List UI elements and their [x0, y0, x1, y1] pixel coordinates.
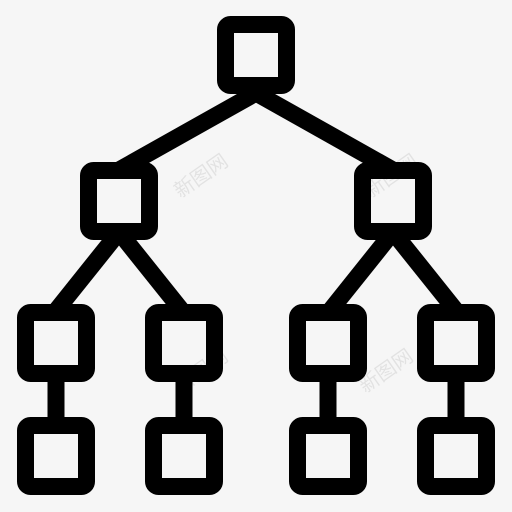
level-2-node-left: [80, 162, 158, 240]
level-3-node-3: [289, 304, 367, 382]
connector-root-to-left: [114, 85, 261, 178]
level-4-node-1: [17, 417, 95, 495]
level-2-node-right: [354, 162, 432, 240]
connector-right-to-rightright: [386, 226, 464, 318]
connector-root-to-right: [251, 85, 398, 178]
level-3-node-2: [145, 304, 223, 382]
level-3-node-4: [417, 304, 495, 382]
level-4-node-2: [145, 417, 223, 495]
root-node: [217, 16, 295, 94]
connector-left-to-leftleft: [48, 226, 126, 318]
level-3-node-1: [17, 304, 95, 382]
connector-right-to-rightleft: [322, 226, 400, 318]
level-4-node-3: [289, 417, 367, 495]
level-4-node-4: [417, 417, 495, 495]
connector-left-to-leftright: [112, 226, 190, 318]
